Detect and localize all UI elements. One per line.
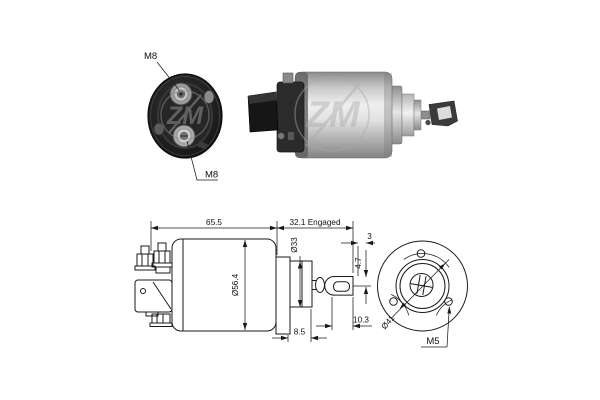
m8-bottom-leader [186, 140, 218, 181]
dim-fork-gap-group: 3 [341, 232, 375, 304]
m8-bottom-label: M8 [205, 170, 218, 181]
small-stud-right [203, 90, 215, 104]
fork-pin [425, 119, 431, 126]
dim-slot-depth: 10.3 [353, 316, 369, 325]
dim-engaged: 32.1 Engaged [290, 218, 341, 227]
connector-top-face [248, 92, 277, 104]
cap-screw-2 [288, 132, 294, 140]
end-view-labels: M8 M8 [144, 51, 218, 181]
dim-slot-depth-group: 10.3 [316, 297, 372, 330]
mount-hole-right [444, 297, 453, 306]
flange-outline [377, 240, 468, 332]
dim-fork-slot-height-group: 4.7 [354, 257, 369, 294]
bolt-circle-arc-left [390, 294, 410, 316]
dim-body-diameter-group: Ø56.4 [231, 240, 248, 330]
cap-stud [282, 72, 294, 84]
center-hub [409, 273, 434, 297]
end-view-photo: ZM [147, 73, 223, 159]
watermark-text: ZM [305, 94, 361, 135]
side-view-photo: ZM [247, 71, 458, 159]
plunger-fork-drawing [324, 276, 354, 296]
plunger-ball [315, 277, 325, 293]
housing-rim [149, 75, 221, 157]
dim-front-diameter-group: Ø33 [290, 237, 303, 307]
front-ring-outer [395, 259, 450, 313]
front-cylinder [289, 260, 313, 308]
watermark-text: ZM [166, 102, 204, 130]
m8-top-label: M8 [144, 51, 157, 62]
fork-hole [437, 106, 452, 120]
side-view-drawing: 65.5 32.1 Engaged Ø56.4 Ø33 3 [134, 218, 375, 342]
dim-front-diameter: Ø33 [290, 237, 299, 253]
lower-stud-drawing [149, 313, 173, 327]
dim-fork-gap: 3 [367, 232, 372, 241]
front-ring-inner [399, 263, 446, 309]
connector-drawing [134, 279, 173, 317]
front-ring-2 [401, 93, 415, 137]
dim-length-group: 65.5 32.1 Engaged [150, 218, 354, 273]
dim-bolt-circle-group: Ø41 [380, 259, 450, 331]
fork-slot [333, 281, 350, 292]
dim-fork-slot-height: 4.7 [354, 257, 363, 269]
body-shadow [384, 73, 392, 157]
mount-hole-left [389, 297, 398, 306]
dim-body-diameter: Ø56.4 [231, 273, 240, 296]
plunger-shaft-photo [419, 110, 431, 120]
cap-screw [277, 132, 285, 140]
housing-tab [197, 140, 208, 150]
dim-bolt-circle: Ø41 [380, 313, 397, 331]
body-outline [171, 238, 277, 332]
m8-top-leader [156, 61, 180, 91]
dim-mount-thread-group: M5 [421, 306, 452, 348]
dim-front-length: 8.5 [294, 328, 306, 337]
bolt-circle-arc-right [435, 299, 453, 316]
dim-front-length-group: 8.5 [272, 309, 327, 342]
dim-body-length: 65.5 [206, 218, 222, 227]
switch-cap [276, 81, 305, 153]
watermark-side-view: ZM [294, 76, 370, 152]
small-stud-left [153, 122, 165, 136]
front-ring-3 [413, 99, 422, 131]
terminal-studs-drawing [134, 242, 173, 274]
dim-mount-thread: M5 [426, 336, 439, 347]
mounting-flange [275, 256, 291, 335]
front-view-drawing: Ø41 M5 [377, 240, 468, 348]
hub-slot [410, 275, 433, 295]
watermark-end-view: ZM [160, 90, 210, 140]
